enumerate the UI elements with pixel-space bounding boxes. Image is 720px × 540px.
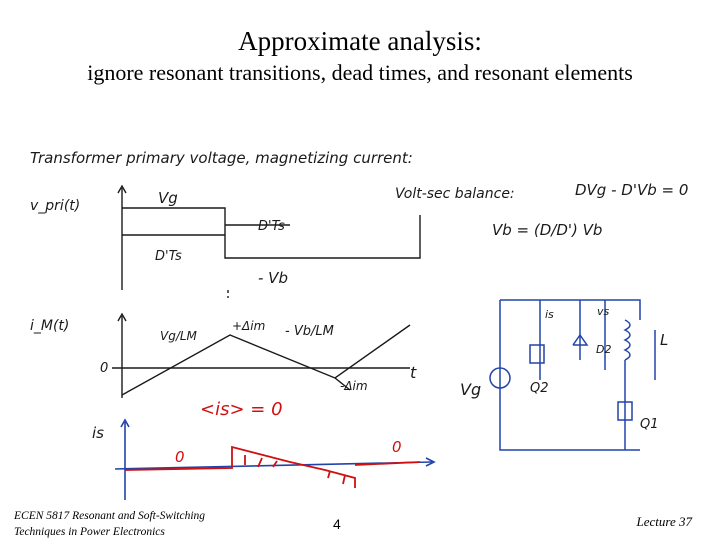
circuit-l: L — [660, 331, 668, 349]
im-waveform — [112, 312, 411, 398]
vpri-label: v_pri(t) — [30, 198, 80, 214]
vg-level-label: Vg — [158, 189, 178, 207]
circuit-d2: D2 — [596, 343, 611, 356]
is-average-note: <is> = 0 — [200, 399, 283, 420]
peak-label: +Δim — [232, 319, 265, 333]
slide-subtitle: ignore resonant transitions, dead times,… — [87, 60, 633, 85]
circuit-q1: Q1 — [640, 417, 659, 432]
is-waveform — [124, 445, 421, 488]
equation-1: DVg - D'Vb = 0 — [575, 181, 688, 199]
notes-heading: Transformer primary voltage, magnetizing… — [30, 149, 413, 167]
t-axis-label: t — [410, 363, 417, 382]
trough-label: -Δim — [340, 379, 368, 393]
equation-2: Vb = (D/D') Vb — [492, 221, 602, 239]
vpri-waveform — [117, 184, 421, 298]
is-label: is — [92, 424, 104, 442]
circuit-sketch — [489, 299, 656, 451]
slide-title: Approximate analysis: — [238, 26, 482, 56]
circuit-vs: vs — [597, 305, 610, 318]
circuit-vg: Vg — [460, 380, 481, 399]
zero-label: 0 — [100, 361, 108, 376]
im-label: i_M(t) — [30, 318, 69, 334]
is-zero-right: 0 — [392, 438, 402, 456]
page-number: 4 — [333, 516, 341, 532]
slope-neg-label: - Vb/LM — [285, 324, 334, 339]
slope-pos-label: Vg/LM — [160, 329, 198, 343]
dts-bottom-label: D'Ts — [155, 249, 182, 264]
course-line-1: ECEN 5817 Resonant and Soft-Switching — [14, 510, 206, 522]
course-footer: ECEN 5817 Resonant and Soft-Switching Te… — [14, 508, 205, 540]
is-axes — [114, 418, 436, 500]
course-line-2: Techniques in Power Electronics — [14, 526, 165, 538]
circuit-q2: Q2 — [530, 381, 549, 396]
lecture-label: Lecture 37 — [636, 514, 692, 529]
volt-sec-label: Volt-sec balance: — [395, 186, 515, 202]
circuit-is: is — [545, 308, 554, 321]
is-zero-left: 0 — [175, 448, 185, 466]
neg-vb-label: - Vb — [258, 269, 288, 287]
dts-top-label: D'Ts — [258, 219, 285, 234]
